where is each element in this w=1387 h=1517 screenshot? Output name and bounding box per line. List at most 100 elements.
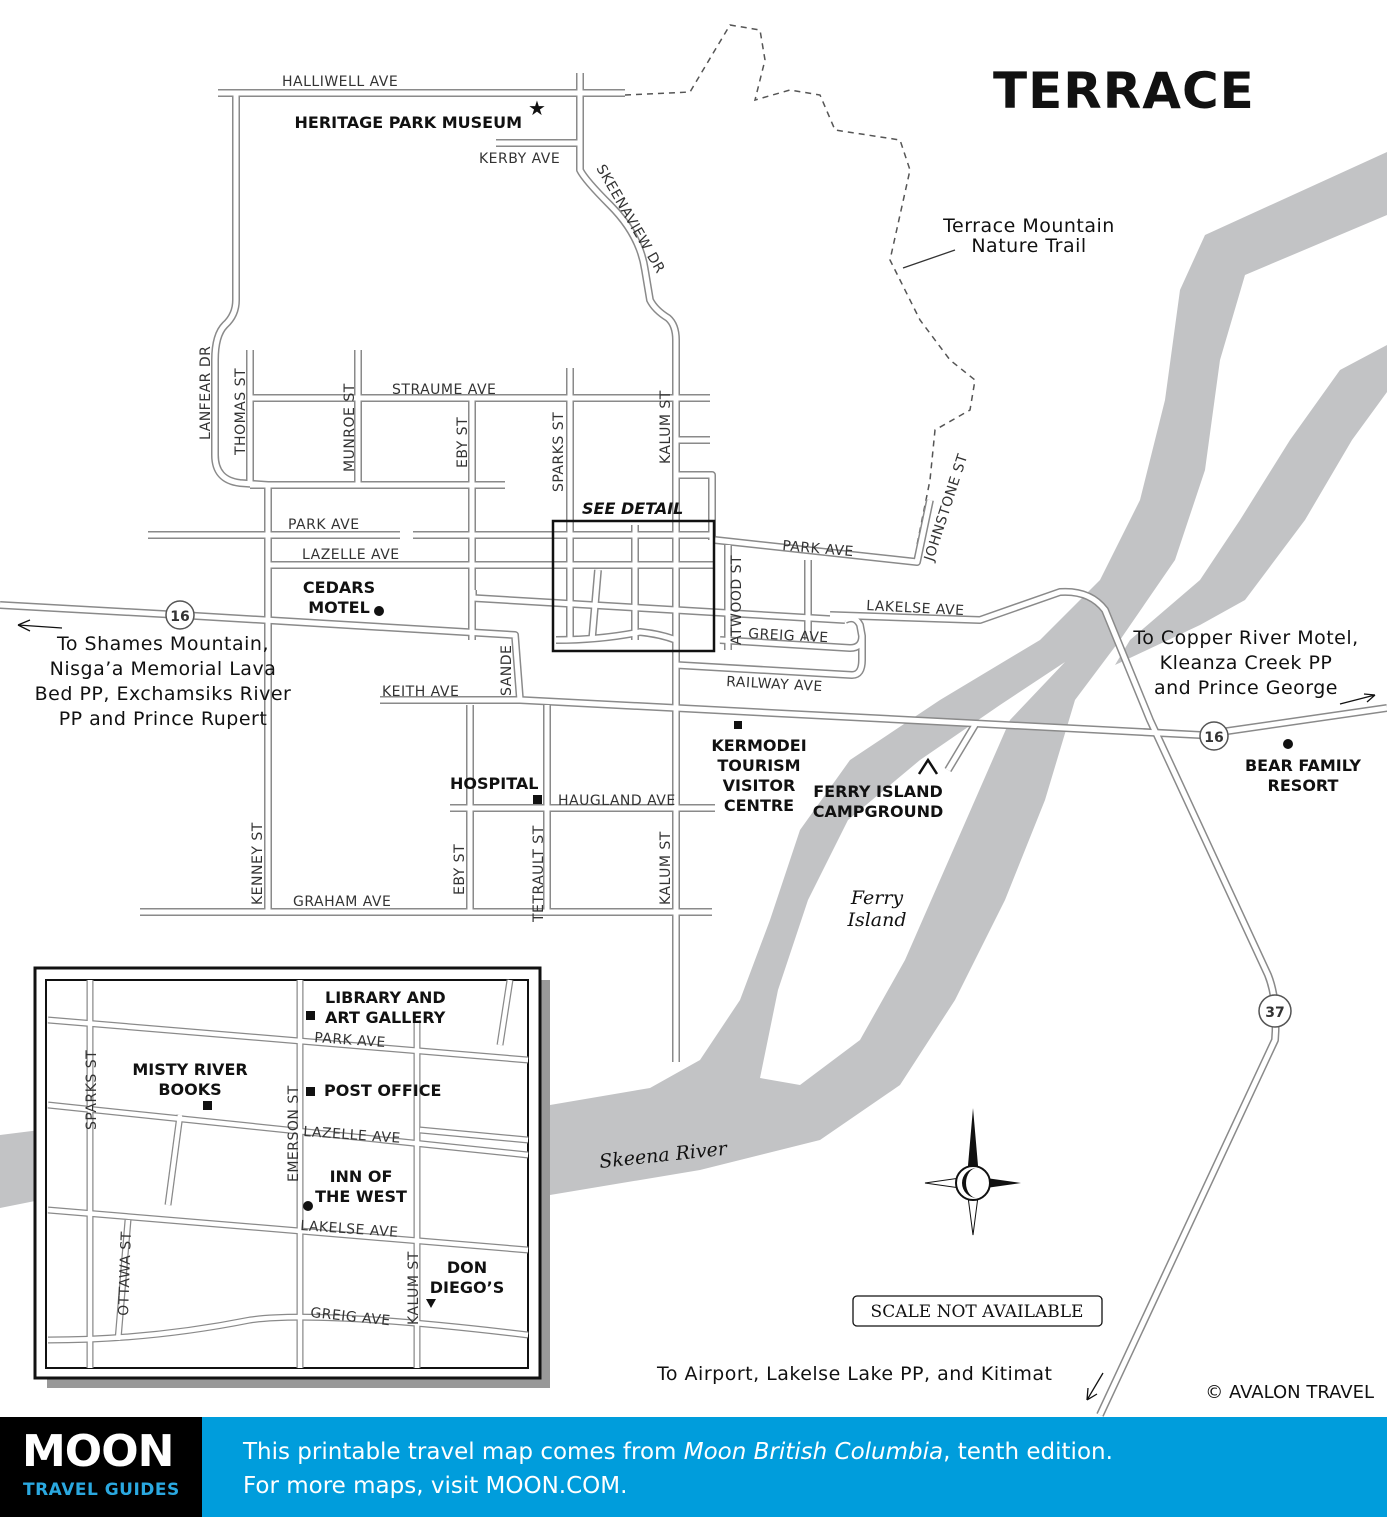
svg-text:MOTEL: MOTEL (308, 598, 370, 617)
footer-text: This printable travel map comes from Moo… (243, 1435, 1113, 1503)
road-network (0, 73, 1387, 1417)
star-icon: ★ (528, 96, 546, 120)
road (497, 979, 513, 1046)
svg-text:THOMAS ST: THOMAS ST (233, 368, 249, 456)
svg-text:DON: DON (447, 1258, 487, 1277)
road (211, 93, 272, 912)
svg-text:CENTRE: CENTRE (724, 796, 794, 815)
moon-link[interactable]: For more maps, visit MOON.COM. (243, 1473, 628, 1499)
svg-text:16: 16 (170, 609, 189, 625)
svg-text:FERRY ISLAND: FERRY ISLAND (813, 782, 943, 801)
heritage-park-museum: HERITAGE PARK MUSEUM (295, 113, 523, 132)
square-icon (203, 1101, 212, 1110)
svg-text:To Copper River Motel,: To Copper River Motel, (1132, 627, 1358, 649)
svg-text:To Shames Mountain,: To Shames Mountain, (56, 633, 269, 655)
svg-text:Island: Island (846, 909, 906, 931)
svg-text:LAKELSE AVE: LAKELSE AVE (866, 598, 965, 619)
logo-subtitle: TRAVEL GUIDES (23, 1480, 180, 1500)
svg-text:KERBY AVE: KERBY AVE (479, 151, 560, 167)
road (0, 602, 523, 701)
svg-text:ART GALLERY: ART GALLERY (325, 1008, 446, 1027)
see-detail-box[interactable] (551, 519, 716, 653)
svg-text:KEITH AVE: KEITH AVE (382, 684, 459, 700)
road (676, 472, 715, 540)
svg-text:RESORT: RESORT (1268, 776, 1339, 795)
campground-icon (917, 757, 939, 775)
svg-text:GREIG AVE: GREIG AVE (748, 626, 829, 646)
terrace-map: 16 16 37 TERRACE HALLIWELL AVE KERBY AVE… (0, 24, 1387, 1417)
svg-text:MISTY RIVER: MISTY RIVER (132, 1060, 247, 1079)
square-icon (533, 795, 542, 804)
svg-text:EMERSON ST: EMERSON ST (286, 1085, 302, 1182)
svg-text:KERMODEI: KERMODEI (711, 736, 806, 755)
svg-text:HOSPITAL: HOSPITAL (450, 774, 538, 793)
road (555, 629, 677, 643)
road (472, 595, 846, 623)
road (589, 569, 601, 641)
hwy16-east-shield: 16 (1199, 721, 1229, 751)
svg-text:RAILWAY AVE: RAILWAY AVE (726, 674, 823, 695)
svg-text:HALLIWELL AVE: HALLIWELL AVE (282, 74, 398, 90)
svg-text:LANFEAR DR: LANFEAR DR (198, 346, 214, 440)
road (380, 697, 1387, 738)
svg-text:KALUM ST: KALUM ST (658, 831, 674, 905)
svg-text:Nature Trail: Nature Trail (971, 235, 1086, 257)
svg-text:LAKELSE AVE: LAKELSE AVE (300, 1218, 399, 1241)
road (714, 499, 933, 565)
scale-note: SCALE NOT AVAILABLE (852, 1295, 1103, 1327)
road (945, 723, 978, 772)
svg-text:SPARKS ST: SPARKS ST (551, 412, 567, 492)
svg-text:KENNEY ST: KENNEY ST (250, 822, 266, 905)
road (577, 73, 679, 1062)
svg-text:SCALE NOT AVAILABLE: SCALE NOT AVAILABLE (871, 1302, 1084, 1322)
svg-text:and Prince George: and Prince George (1154, 677, 1338, 699)
destination-labels: To Shames Mountain, Nisga’a Memorial Lav… (17, 619, 1376, 1401)
map-title: TERRACE (993, 62, 1255, 120)
svg-text:SKEENAVIEW DR: SKEENAVIEW DR (593, 162, 668, 276)
ferry-island (760, 662, 1065, 1085)
road (47, 1207, 529, 1253)
svg-text:BEAR FAMILY: BEAR FAMILY (1245, 756, 1361, 775)
svg-text:DIEGO’S: DIEGO’S (430, 1278, 505, 1297)
svg-text:SPARKS ST: SPARKS ST (84, 1050, 100, 1130)
svg-text:Ferry: Ferry (850, 887, 904, 909)
svg-text:TETRAULT ST: TETRAULT ST (531, 825, 547, 923)
nature-trail (624, 24, 976, 546)
skeena-river (0, 152, 1387, 1208)
svg-text:Terrace Mountain: Terrace Mountain (942, 215, 1115, 237)
svg-text:CEDARS: CEDARS (303, 578, 375, 597)
moon-logo[interactable]: MOON TRAVEL GUIDES (0, 1417, 202, 1517)
road (165, 1114, 183, 1206)
road (115, 1219, 131, 1341)
svg-text:OTTAWA ST: OTTAWA ST (116, 1231, 135, 1316)
road (212, 93, 271, 912)
svg-text:POST OFFICE: POST OFFICE (324, 1081, 441, 1100)
detail-inset: LIBRARY AND ART GALLERY MISTY RIVER BOOK… (33, 966, 550, 1388)
svg-text:PARK AVE: PARK AVE (782, 538, 855, 560)
dot-icon (1283, 739, 1293, 749)
footer-banner: MOON TRAVEL GUIDES This printable travel… (0, 1417, 1387, 1517)
copyright: © AVALON TRAVEL (1205, 1382, 1374, 1403)
svg-text:STRAUME AVE: STRAUME AVE (392, 382, 496, 398)
svg-text:LAZELLE AVE: LAZELLE AVE (302, 547, 400, 563)
road (47, 1102, 529, 1158)
svg-text:KALUM ST: KALUM ST (406, 1251, 422, 1325)
dot-icon (374, 606, 384, 616)
hwy37-shield: 37 (1258, 994, 1292, 1028)
svg-text:Bed PP, Exchamsiks River: Bed PP, Exchamsiks River (35, 683, 292, 705)
svg-text:PARK AVE: PARK AVE (314, 1030, 387, 1051)
svg-text:To Airport, Lakelse Lake PP, a: To Airport, Lakelse Lake PP, and Kitimat (656, 1363, 1052, 1385)
svg-text:Kleanza Creek PP: Kleanza Creek PP (1160, 652, 1333, 674)
svg-text:LAZELLE AVE: LAZELLE AVE (303, 1124, 402, 1147)
svg-text:ATWOOD ST: ATWOOD ST (729, 555, 745, 645)
compass-rose-icon (924, 1108, 1021, 1236)
svg-text:LIBRARY AND: LIBRARY AND (325, 988, 446, 1007)
road (675, 636, 865, 678)
svg-text:VISITOR: VISITOR (723, 776, 796, 795)
points-of-interest: HERITAGE PARK MUSEUM ★ CEDARS MOTEL HOSP… (295, 96, 1362, 821)
svg-text:BOOKS: BOOKS (158, 1080, 221, 1099)
square-icon (734, 721, 742, 729)
logo-moon-text: MOON (22, 1426, 174, 1477)
square-icon (306, 1011, 315, 1020)
svg-text:INN OF: INN OF (330, 1167, 393, 1186)
